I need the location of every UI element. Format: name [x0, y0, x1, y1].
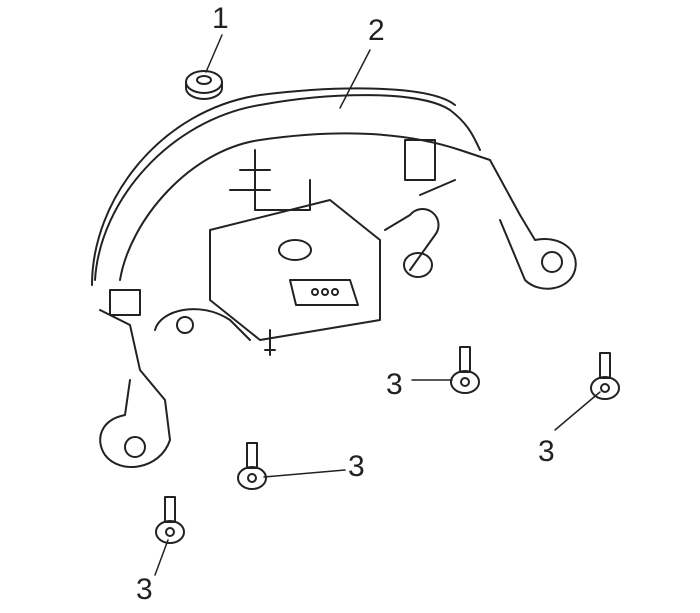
callout-2: 2	[368, 14, 385, 47]
callout-3-d: 3	[136, 573, 153, 606]
callout-1: 1	[212, 2, 229, 35]
callout-3-c: 3	[348, 450, 365, 483]
leader-lines	[154, 34, 601, 576]
lamp-assembly-part	[91, 87, 577, 468]
washer-part	[185, 70, 223, 100]
screw-parts	[155, 346, 620, 544]
callout-3-b: 3	[538, 435, 555, 468]
callout-3-a: 3	[386, 368, 403, 401]
